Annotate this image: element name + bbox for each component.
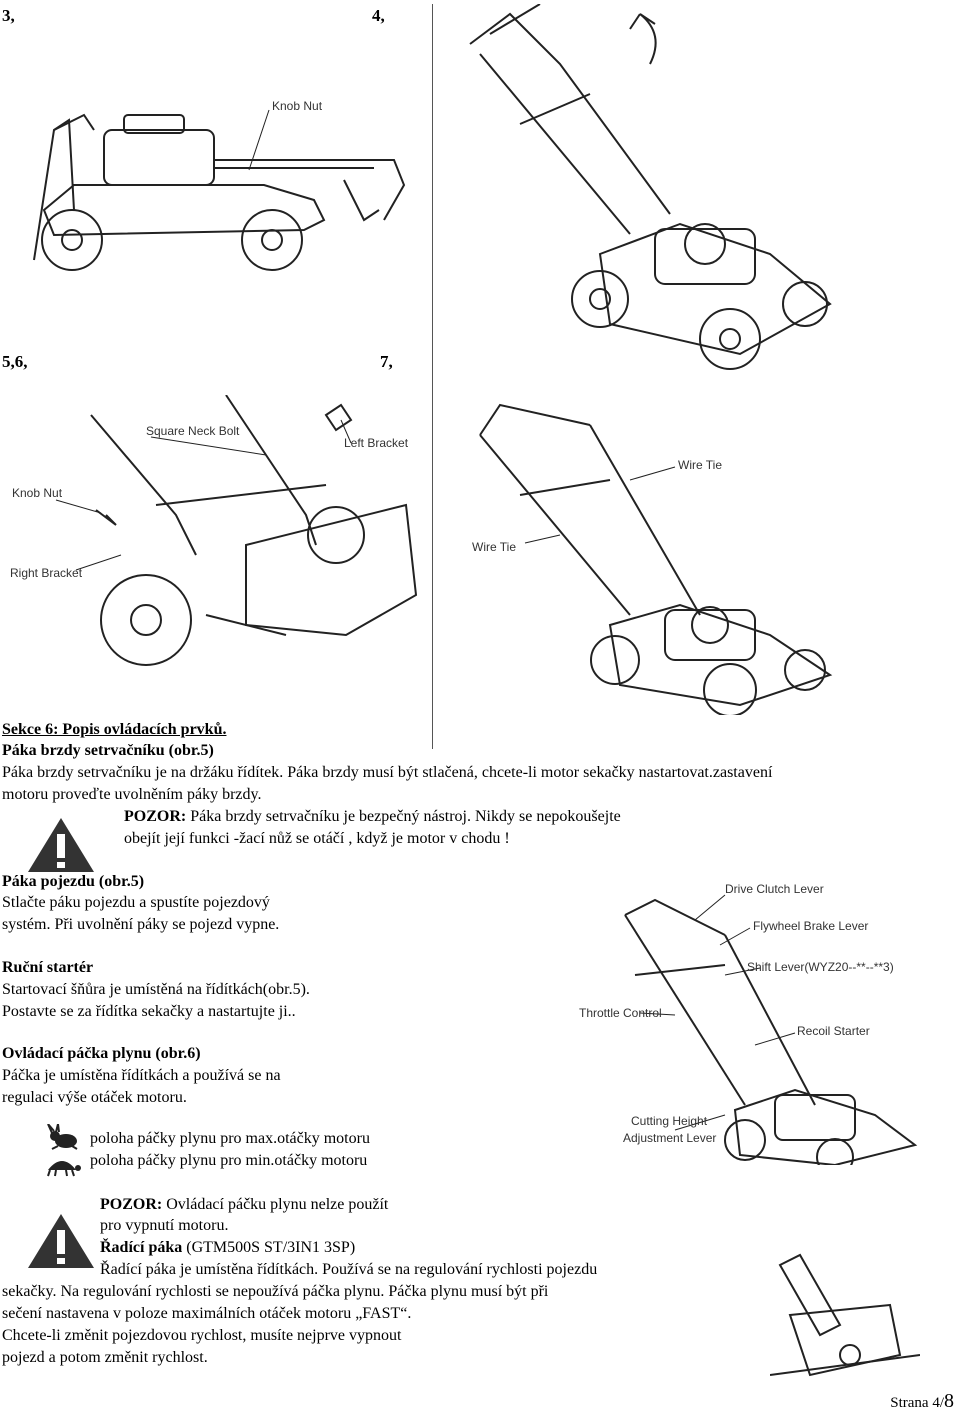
warning-icon <box>26 816 96 874</box>
recoil-starter-text-1: Startovací šňůra je umístěná na řídítkác… <box>2 981 310 998</box>
throttle-title: Ovládací páčka plynu (obr.6) <box>2 1045 201 1062</box>
warning-2-line-2: pro vypnutí motoru. <box>100 1217 229 1234</box>
shift-lever-title: Řadící páka <box>100 1239 183 1256</box>
page-number-prefix: Strana 4/ <box>890 1395 944 1411</box>
callout-cutting-height: Cutting Height <box>631 1114 708 1128</box>
warning-2-line-1: POZOR: Ovládací páčku plynu nelze použít <box>100 1194 388 1216</box>
callout-shift-lever: Shift Lever(WYZ20--**--**3) <box>747 960 894 974</box>
rabbit-text: poloha páčky plynu pro max.otáčky motoru <box>90 1130 370 1147</box>
figure-7-mower-wire-ties: Wire Tie Wire Tie <box>460 385 860 717</box>
column-divider <box>432 4 433 749</box>
warning-1-text-1: Páka brzdy setrvačníku je bezpečný nástr… <box>186 808 621 825</box>
callout-square-neck-bolt: Square Neck Bolt <box>146 424 240 438</box>
figure-controls-diagram: Drive Clutch Lever Flywheel Brake Lever … <box>575 875 960 1176</box>
flywheel-brake-text-2: motoru proveďte uvolněním páky brzdy. <box>2 786 262 803</box>
figure-label-7: 7, <box>380 352 393 371</box>
shift-lever-text-5: pojezd a potom změnit rychlost. <box>2 1349 208 1366</box>
rabbit-icon <box>46 1123 80 1150</box>
callout-knob-nut-fig5: Knob Nut <box>12 486 63 500</box>
callout-drive-clutch-lever: Drive Clutch Lever <box>725 882 824 896</box>
shift-lever-text-4: Chcete-li změnit pojezdovou rychlost, mu… <box>2 1327 402 1344</box>
callout-throttle-control: Throttle Control <box>579 1006 662 1020</box>
callout-flywheel-brake-lever: Flywheel Brake Lever <box>753 919 868 933</box>
warning-1-line-2: obejít její funkci -žací nůž se otáčí , … <box>124 830 510 847</box>
shift-lever-text-2: sekačky. Na regulování rychlosti se nepo… <box>2 1283 549 1300</box>
throttle-text-1: Páčka je umístěna řídítkách a používá se… <box>2 1067 281 1084</box>
drive-lever-text-1: Stlačte páku pojezdu a spustíte pojezdov… <box>2 894 270 911</box>
figure-label-3: 3, <box>2 6 15 25</box>
section-heading: Sekce 6: Popis ovládacích prvků. <box>2 721 227 738</box>
throttle-text-2: regulaci výše otáček motoru. <box>2 1089 187 1106</box>
shift-lever-text-1: Řadící páka je umístěna řídítkách. Použí… <box>100 1261 598 1278</box>
figure-4-mower-perspective <box>450 3 850 374</box>
warning-2-label: POZOR: <box>100 1196 163 1213</box>
shift-lever-title-line: Řadící páka (GTM500S ST/3IN1 3SP) <box>100 1237 355 1259</box>
warning-2-text-1: Ovládací páčku plynu nelze použít <box>162 1196 389 1213</box>
figure-label-4: 4, <box>372 6 385 25</box>
callout-adjustment-lever: Adjustment Lever <box>623 1131 716 1145</box>
drive-lever-title: Páka pojezdu (obr.5) <box>2 873 145 890</box>
callout-wire-tie-1: Wire Tie <box>678 458 722 472</box>
figure-label-5-6: 5,6, <box>2 352 28 371</box>
callout-wire-tie-2: Wire Tie <box>472 540 516 554</box>
warning-icon-2 <box>26 1212 96 1270</box>
figure-3-mower-side-view: Knob Nut <box>14 90 414 280</box>
shift-lever-text-3: sečení nastavena v poloze maximálních ot… <box>2 1305 412 1322</box>
flywheel-brake-text-1: Páka brzdy setrvačníku je na držáku řídí… <box>2 764 773 781</box>
callout-recoil-starter: Recoil Starter <box>797 1024 870 1038</box>
callout-left-bracket: Left Bracket <box>344 436 409 450</box>
warning-1-line-1: POZOR: Páka brzdy setrvačníku je bezpečn… <box>124 806 621 828</box>
figure-shift-lever-detail <box>769 1245 921 1395</box>
shift-lever-model: (GTM500S ST/3IN1 3SP) <box>182 1239 356 1256</box>
recoil-starter-title: Ruční startér <box>2 959 94 976</box>
drive-lever-text-2: systém. Při uvolnění páky se pojezd vypn… <box>2 916 280 933</box>
callout-right-bracket: Right Bracket <box>10 566 83 580</box>
turtle-text: poloha páčky plynu pro min.otáčky motoru <box>90 1152 368 1169</box>
page-number-total: 8 <box>944 1390 954 1412</box>
turtle-icon <box>42 1152 82 1178</box>
warning-1-label: POZOR: <box>124 808 187 825</box>
recoil-starter-text-2: Postavte se za řídítka sekačky a nastart… <box>2 1003 296 1020</box>
callout-knob-nut: Knob Nut <box>272 99 323 113</box>
figure-5-6-bracket-detail: Square Neck Bolt Left Bracket Knob Nut R… <box>6 394 426 705</box>
flywheel-brake-title: Páka brzdy setrvačníku (obr.5) <box>2 742 214 759</box>
page-number: Strana 4/8 <box>890 1390 954 1413</box>
